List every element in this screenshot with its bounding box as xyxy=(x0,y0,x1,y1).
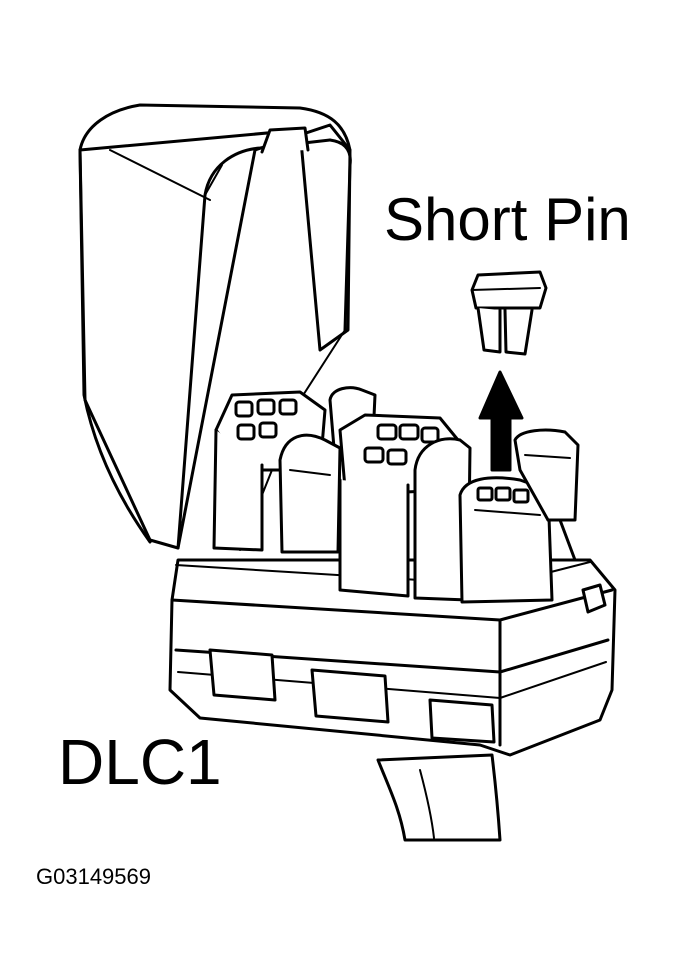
connector-label: DLC1 xyxy=(58,726,222,798)
base-clips xyxy=(208,583,607,744)
short-pin xyxy=(470,270,548,356)
connector-base xyxy=(168,558,617,757)
removal-arrow xyxy=(478,370,524,472)
sockets xyxy=(212,386,580,604)
short-pin-label: Short Pin xyxy=(384,186,631,253)
cable xyxy=(376,753,502,842)
figure-code: G03149569 xyxy=(36,864,151,889)
